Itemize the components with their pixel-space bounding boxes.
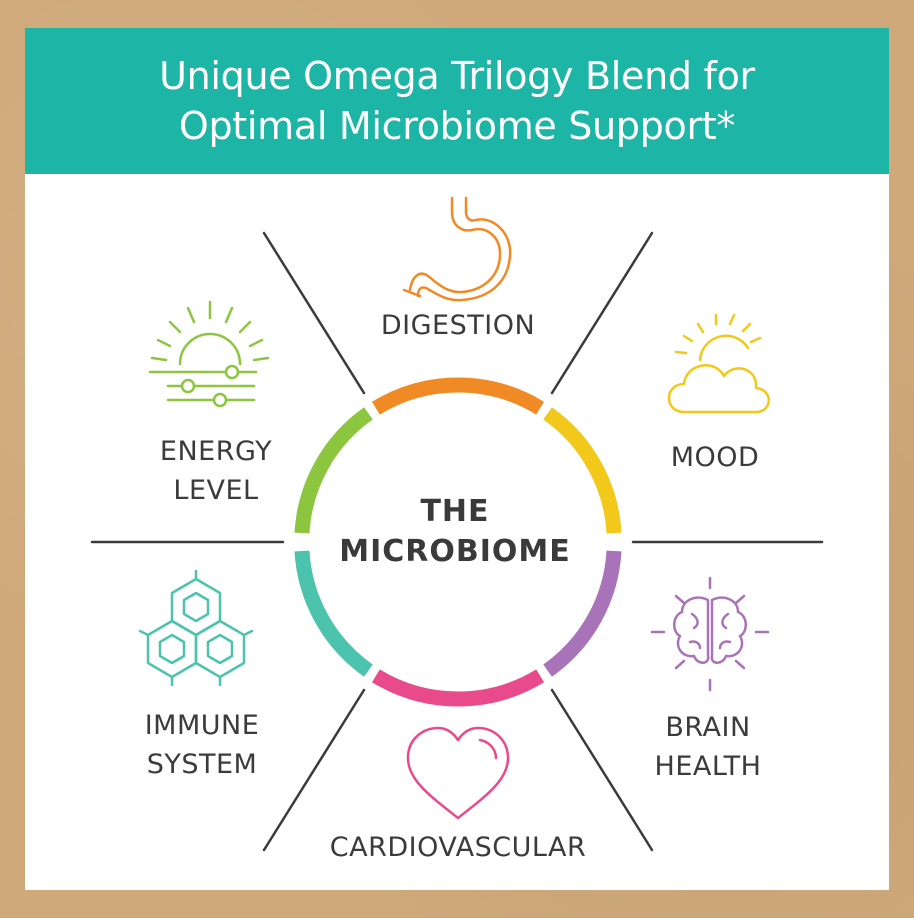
label-energy-line-1: ENERGY (159, 436, 273, 467)
stomach-icon (402, 196, 512, 302)
sun-cloud-icon (667, 313, 770, 414)
ring-segment-immune (294, 550, 373, 677)
divider-top-right (550, 231, 654, 395)
ring-segment-digestion (371, 377, 545, 415)
brain-icon (650, 576, 770, 692)
divider-bottom-right (550, 688, 654, 852)
ring-segment-mood (543, 407, 622, 534)
label-immune-system: IMMUNE SYSTEM (104, 706, 300, 784)
title-line-1: Unique Omega Trilogy Blend for (159, 54, 755, 98)
hexagon-cells-icon (138, 569, 254, 687)
label-energy-line-2: LEVEL (173, 475, 259, 506)
title-banner: Unique Omega Trilogy Blend for Optimal M… (25, 28, 889, 174)
label-immune-line-2: SYSTEM (146, 749, 258, 780)
label-cardiovascular: CARDIOVASCULAR (329, 832, 587, 863)
ring-segment-brain (543, 550, 622, 677)
label-brain-health: BRAIN HEALTH (610, 708, 806, 786)
ring-segment-cardio (371, 669, 545, 707)
title-line-2: Optimal Microbiome Support* (178, 104, 736, 148)
label-mood: MOOD (670, 442, 760, 473)
heart-icon (406, 726, 510, 820)
sunrise-sliders-icon (148, 300, 270, 408)
divider-top-left (262, 231, 366, 395)
label-brain-line-1: BRAIN (665, 712, 751, 743)
center-title-line-2: MICROBIOME (339, 534, 571, 569)
label-immune-line-1: IMMUNE (144, 710, 260, 741)
label-brain-line-2: HEALTH (654, 751, 762, 782)
label-energy-level: ENERGY LEVEL (118, 432, 314, 510)
label-digestion: DIGESTION (380, 310, 536, 341)
divider-bottom-left (262, 688, 366, 852)
center-title-line-1: THE (420, 494, 490, 529)
center-title: THE MICROBIOME (325, 492, 585, 572)
ring-segment-energy (294, 407, 373, 534)
infographic-card: Unique Omega Trilogy Blend for Optimal M… (25, 28, 889, 890)
